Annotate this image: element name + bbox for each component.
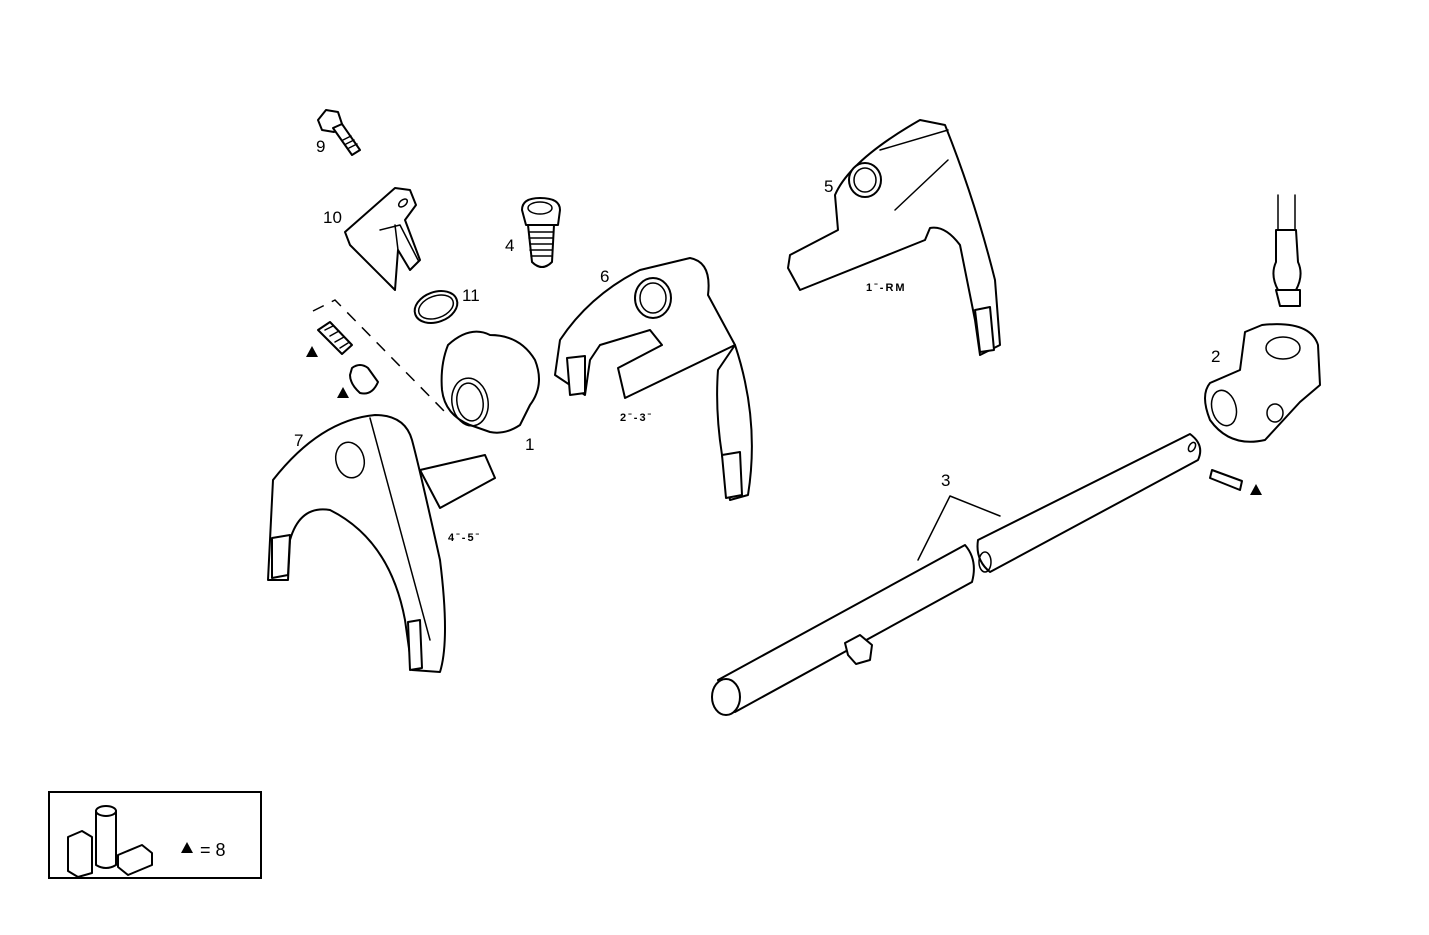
callout-10: 10: [323, 208, 342, 227]
callout-3: 3: [941, 471, 951, 490]
callout-2: 2: [1211, 347, 1221, 366]
callout-6: 6: [600, 267, 610, 286]
triangle-marker-icon: [1250, 484, 1262, 495]
gear-label-2-3: 2ˉ-3ˉ: [620, 412, 654, 424]
callout-11: 11: [462, 286, 480, 305]
detent-plunger-icon: [349, 364, 379, 395]
spring-icon: [317, 321, 353, 355]
shift-fork-7-icon: [267, 414, 496, 673]
triangle-marker-icon: [337, 387, 349, 398]
legend-box: = 8: [48, 791, 262, 879]
callout-9: 9: [316, 137, 326, 156]
o-ring-11-icon: [413, 290, 459, 324]
shift-fork-6-icon: [554, 257, 753, 501]
callout-4: 4: [505, 236, 515, 255]
gear-label-1-rm: 1ˉ-RM: [866, 282, 907, 294]
gear-label-4-5: 4ˉ-5ˉ: [448, 532, 482, 544]
triangle-marker-icon: [181, 842, 193, 853]
callout-1: 1: [525, 435, 535, 454]
bolt-9-icon: [317, 109, 361, 156]
legend-text: = 8: [200, 840, 226, 860]
plug-screw-4-icon: [521, 197, 561, 268]
shift-fork-5-icon: [787, 119, 1001, 356]
callout-7: 7: [294, 431, 304, 450]
interlock-block-1-icon: [440, 330, 540, 434]
blocks-icon: [67, 805, 153, 877]
callout-5: 5: [824, 177, 834, 196]
triangle-marker-icon: [306, 346, 318, 357]
guide-plate-10-icon: [344, 187, 421, 291]
selector-lever-2-icon: [1204, 194, 1321, 491]
selector-shaft-3-icon: [711, 433, 1202, 716]
